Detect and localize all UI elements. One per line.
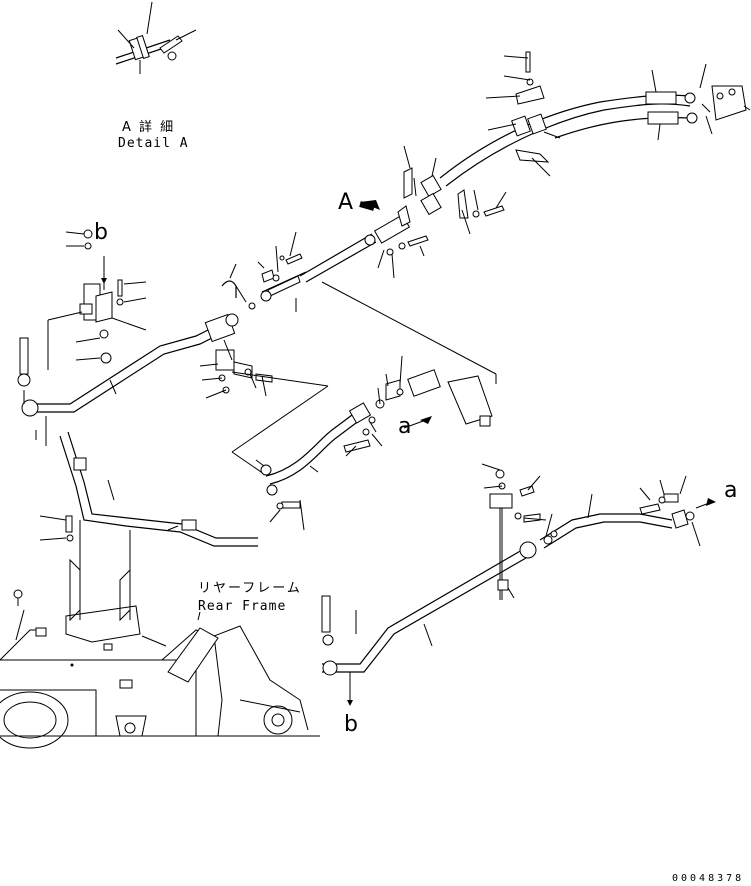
detail-a-title-jp: A 詳 細 [122,120,176,135]
middle-bracket [199,339,329,475]
left-bracket-assembly [17,229,239,446]
callout-b-lower: b [344,712,358,737]
upper-hose-assembly [439,51,751,187]
rear-frame-structure [0,431,320,749]
rear-frame-label-en: Rear Frame [198,599,287,614]
middle-fittings [221,231,307,312]
guide-lines [321,281,497,384]
detail-a-clamp [115,1,197,74]
rear-frame-label-jp: リヤーフレーム [198,581,302,596]
detail-a-title-en: Detail A [118,136,189,151]
callout-b-upper: b [94,220,108,245]
callout-a-upper: A [338,190,354,215]
drawing-number: 00048378 [672,873,745,884]
callout-a-lower-left: a [398,414,412,439]
callout-a-lower-right: a [724,478,738,503]
lower-right-pipe [321,463,716,706]
central-pipe-run [299,145,507,283]
lower-middle-pipe [255,355,493,531]
